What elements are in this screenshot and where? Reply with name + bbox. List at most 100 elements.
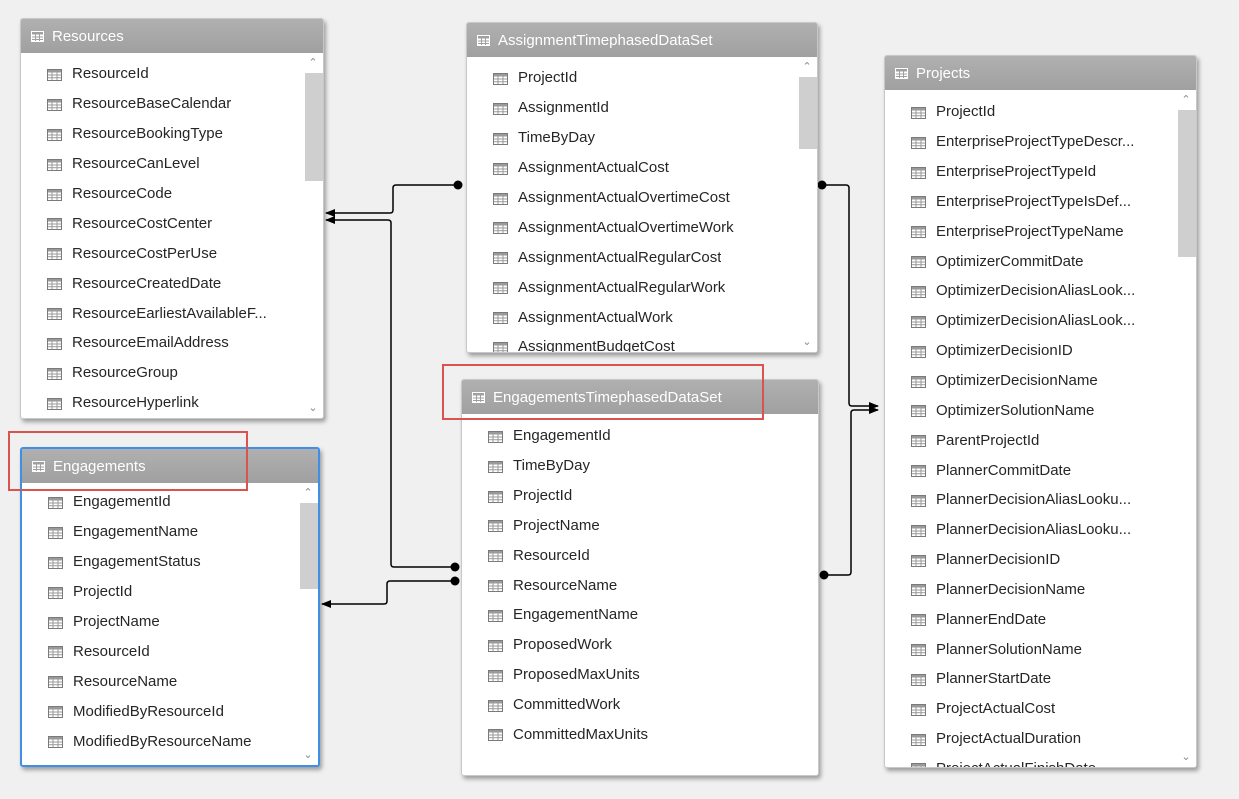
field-row[interactable]: OptimizerSolutionName (885, 395, 1176, 425)
scroll-thumb[interactable] (305, 73, 323, 181)
field-row[interactable]: ResourceCode (21, 179, 303, 209)
field-row[interactable]: EnterpriseProjectTypeDescr... (885, 127, 1176, 157)
chevron-up-icon[interactable]: ⌃ (802, 61, 812, 73)
field-row[interactable]: ResourceGroup (21, 358, 303, 388)
field-row[interactable]: ResourceHyperlink (21, 388, 303, 418)
field-row[interactable]: ProjectActualDuration (885, 724, 1176, 754)
field-row[interactable]: ProjectId (462, 481, 818, 511)
field-row[interactable]: ResourceName (22, 666, 298, 696)
field-row[interactable]: ResourceCanLevel (21, 149, 303, 179)
field-row[interactable]: ModifiedByResourceId (22, 696, 298, 726)
chevron-down-icon[interactable]: ⌄ (303, 749, 313, 761)
field-row[interactable]: PlannerSolutionName (885, 634, 1176, 664)
field-row[interactable]: CommittedWork (462, 690, 818, 720)
field-grid-icon (911, 106, 926, 119)
field-row[interactable]: EngagementStatus (22, 547, 298, 577)
scroll-thumb[interactable] (799, 77, 817, 149)
field-row[interactable]: AssignmentActualOvertimeWork (467, 212, 797, 242)
field-row[interactable]: PlannerDecisionID (885, 545, 1176, 575)
field-row[interactable]: ProjectActualCost (885, 694, 1176, 724)
scroll-thumb[interactable] (300, 503, 318, 589)
field-row[interactable]: ParentProjectId (885, 425, 1176, 455)
field-row[interactable]: ProposedMaxUnits (462, 660, 818, 690)
table-header[interactable]: EngagementsTimephasedDataSet (462, 380, 818, 414)
field-row[interactable]: ResourceBookingType (21, 119, 303, 149)
field-row[interactable]: PlannerDecisionAliasLooku... (885, 485, 1176, 515)
scroll-thumb[interactable] (1178, 110, 1196, 257)
field-row[interactable]: ProjectId (22, 577, 298, 607)
field-row[interactable]: PlannerDecisionAliasLooku... (885, 515, 1176, 545)
field-grid-icon (488, 460, 503, 473)
field-row[interactable]: EnterpriseProjectTypeId (885, 157, 1176, 187)
field-row[interactable]: EngagementId (22, 487, 298, 517)
field-row[interactable]: EngagementName (462, 600, 818, 630)
scrollbar[interactable]: ⌃ ⌄ (298, 483, 318, 765)
table-header[interactable]: Projects (885, 56, 1196, 90)
field-row[interactable]: EngagementName (22, 517, 298, 547)
field-row[interactable]: AssignmentActualWork (467, 302, 797, 332)
field-row[interactable]: ResourceCostCenter (21, 208, 303, 238)
field-row[interactable]: ProjectName (462, 511, 818, 541)
chevron-down-icon[interactable]: ⌄ (802, 336, 812, 348)
field-row[interactable]: EnterpriseProjectTypeIsDef... (885, 187, 1176, 217)
chevron-down-icon[interactable]: ⌄ (308, 402, 318, 414)
chevron-up-icon[interactable]: ⌃ (1181, 94, 1191, 106)
chevron-up-icon[interactable]: ⌃ (308, 57, 318, 69)
field-row[interactable]: CommittedMaxUnits (462, 719, 818, 749)
field-row[interactable]: OptimizerDecisionName (885, 366, 1176, 396)
field-name: AssignmentActualCost (518, 159, 669, 177)
scrollbar[interactable]: ⌃ ⌄ (1176, 90, 1196, 767)
field-row[interactable]: ResourceEmailAddress (21, 328, 303, 358)
field-name: CommittedMaxUnits (513, 725, 649, 743)
field-row[interactable]: ResourceBaseCalendar (21, 89, 303, 119)
field-row[interactable]: AssignmentActualOvertimeCost (467, 183, 797, 213)
field-row[interactable]: OptimizerDecisionID (885, 336, 1176, 366)
field-row[interactable]: AssignmentId (467, 93, 797, 123)
field-row[interactable]: OptimizerDecisionAliasLook... (885, 276, 1176, 306)
field-row[interactable]: OptimizerCommitDate (885, 246, 1176, 276)
field-row[interactable]: TimeByDay (462, 451, 818, 481)
field-row[interactable]: ProjectId (467, 63, 797, 93)
table-header[interactable]: Resources (21, 19, 323, 53)
field-grid-icon (47, 98, 62, 111)
table-header[interactable]: AssignmentTimephasedDataSet (467, 23, 817, 57)
field-row[interactable]: AssignmentActualRegularWork (467, 272, 797, 302)
table-header[interactable]: Engagements (22, 449, 318, 483)
chevron-up-icon[interactable]: ⌃ (303, 487, 313, 499)
field-row[interactable]: ProjectActualFinishDate (885, 754, 1176, 767)
field-row[interactable]: ResourceCostPerUse (21, 238, 303, 268)
chevron-down-icon[interactable]: ⌄ (1181, 751, 1191, 763)
field-row[interactable]: TimeByDay (467, 123, 797, 153)
field-name: PlannerDecisionName (936, 580, 1086, 598)
field-row[interactable]: PlannerStartDate (885, 664, 1176, 694)
field-row[interactable]: ProposedWork (462, 630, 818, 660)
table-icon (477, 34, 490, 46)
field-row[interactable]: ProjectName (22, 607, 298, 637)
field-row[interactable]: AssignmentActualCost (467, 153, 797, 183)
field-row[interactable]: ResourceId (462, 540, 818, 570)
field-row[interactable]: ResourceName (462, 570, 818, 600)
field-name: ResourceName (513, 576, 618, 594)
field-row[interactable]: AssignmentActualRegularCost (467, 242, 797, 272)
field-row[interactable]: EngagementId (462, 421, 818, 451)
field-row[interactable]: ResourceId (21, 59, 303, 89)
field-name: PlannerEndDate (936, 610, 1047, 628)
field-row[interactable]: PlannerCommitDate (885, 455, 1176, 485)
field-row[interactable]: PlannerEndDate (885, 604, 1176, 634)
scrollbar[interactable]: ⌃ ⌄ (797, 57, 817, 352)
field-row[interactable]: ResourceEarliestAvailableF... (21, 298, 303, 328)
field-row[interactable]: AssignmentBudgetCost (467, 332, 797, 352)
field-row[interactable]: ResourceId (22, 636, 298, 666)
table-engagements-timephased[interactable]: EngagementsTimephasedDataSet EngagementI… (461, 379, 819, 776)
field-row[interactable]: OptimizerDecisionAliasLook... (885, 306, 1176, 336)
field-row[interactable]: PlannerDecisionName (885, 575, 1176, 605)
field-row[interactable]: ProjectId (885, 97, 1176, 127)
scrollbar[interactable]: ⌃ ⌄ (303, 53, 323, 418)
field-row[interactable]: ResourceCreatedDate (21, 268, 303, 298)
field-row[interactable]: ModifiedByResourceName (22, 726, 298, 756)
field-row[interactable]: EnterpriseProjectTypeName (885, 216, 1176, 246)
